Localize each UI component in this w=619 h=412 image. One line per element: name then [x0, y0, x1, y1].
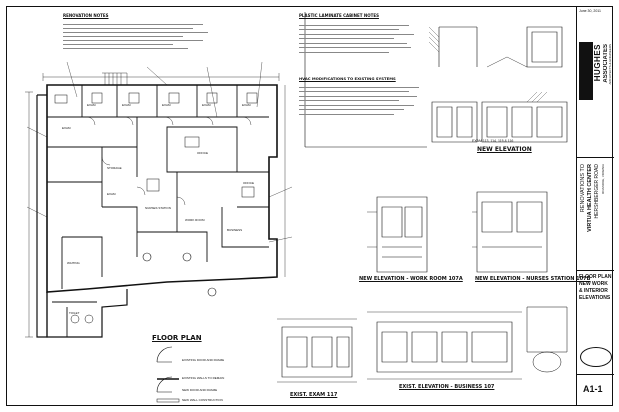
room-label-nurses-station: NURSES STATION [145, 206, 171, 210]
firm-logo-mark-icon [579, 42, 593, 100]
firm-name: HUGHES [593, 44, 602, 82]
renovation-notes-body [63, 21, 213, 49]
project-line-4: ROANOKE, VIRGINIA [601, 164, 605, 194]
floor-plan-outline [46, 84, 278, 293]
project-box: RENOVATIONS TO VIRTUA HEALTH CENTER HERS… [577, 157, 614, 268]
room-label-waiting: WAITING [67, 261, 80, 265]
exist-elevation-business-title: EXIST. ELEVATION - BUSINESS 107 [399, 384, 495, 390]
project-line-3: HERSHBERGER ROAD [594, 164, 600, 219]
title-block: June 30, 2011 HUGHES ASSOCIATES ARCHITEC… [576, 7, 614, 405]
sheet-number-box: A1-1 [577, 374, 614, 405]
new-elevation-title: NEW ELEVATION [477, 146, 532, 153]
room-label-business: BUSINESS [227, 228, 243, 232]
sheet-desc-2: NEW WORK [579, 281, 608, 287]
project-line-1: RENOVATIONS TO [580, 164, 586, 213]
renovation-notes-title: RENOVATION NOTES [63, 13, 109, 18]
room-label-exam-7: EXAM [107, 192, 116, 196]
room-label-office: OFFICE [197, 151, 208, 155]
room-label-work-room: WORK ROOM [185, 218, 205, 222]
sheet-desc-4: ELEVATIONS [579, 295, 611, 301]
exist-exam-title: EXIST. EXAM 117 [290, 392, 338, 398]
room-label-office-2: OFFICE [243, 181, 254, 185]
new-elevation-work-room-title: NEW ELEVATION - WORK ROOM 107A [359, 276, 463, 282]
firm-subtitle: ARCHITECTS & ENGINEERS [608, 44, 612, 85]
sheet-desc-1: FLOOR PLAN [579, 274, 612, 280]
date-stamp: June 30, 2011 [579, 9, 601, 13]
firm-logo: HUGHES ASSOCIATES ARCHITECTS & ENGINEERS [577, 42, 614, 100]
floor-plan-title: FLOOR PLAN [152, 334, 202, 342]
seal-stamp [580, 347, 612, 367]
room-label-exam-2: EXAM [122, 103, 131, 107]
floor-plan-ext-left [36, 94, 48, 338]
sheet-desc-3: & INTERIOR [579, 288, 608, 294]
exam-caption: EXAM 113, 114, 115 & 116 [472, 139, 514, 143]
sheet-number: A1-1 [583, 384, 603, 394]
room-label-exam-6: EXAM [62, 126, 71, 130]
floor-plan-bottom-wing [46, 289, 128, 338]
drawing-linework [25, 12, 568, 403]
legend-new-wall: NEW WALL CONSTRUCTION [182, 398, 223, 402]
legend-new-door: NEW DOOR AND FRAME [182, 388, 218, 392]
new-elevation-nurses-title: NEW ELEVATION - NURSES STATION 107B [475, 276, 591, 282]
plastic-laminate-title: PLASTIC LAMINATE CABINET NOTES [299, 13, 379, 18]
room-label-exam-1: EXAM [87, 103, 96, 107]
room-label-toilet: TOILET [69, 311, 80, 315]
plastic-laminate-body [299, 21, 419, 53]
drawing-sheet: RENOVATION NOTES PLASTIC LAMINATE CABINE… [6, 6, 614, 406]
room-label-exam-5: EXAM [242, 103, 251, 107]
project-line-2: VIRTUA HEALTH CENTER [587, 164, 593, 232]
room-label-exam-4: EXAM [202, 103, 211, 107]
sheet-description: FLOOR PLAN NEW WORK & INTERIOR ELEVATION… [577, 270, 614, 316]
hvac-title: HVAC MODIFICATIONS TO EXISTING SYSTEMS [299, 76, 396, 81]
room-label-storage: STORAGE [107, 166, 122, 170]
legend-existing-walls: EXISTING WALLS TO REMAIN [182, 376, 225, 380]
legend-existing-door: EXISTING DOOR AND FRAME [182, 358, 225, 362]
room-label-exam-3: EXAM [162, 103, 171, 107]
hvac-body [299, 83, 424, 115]
